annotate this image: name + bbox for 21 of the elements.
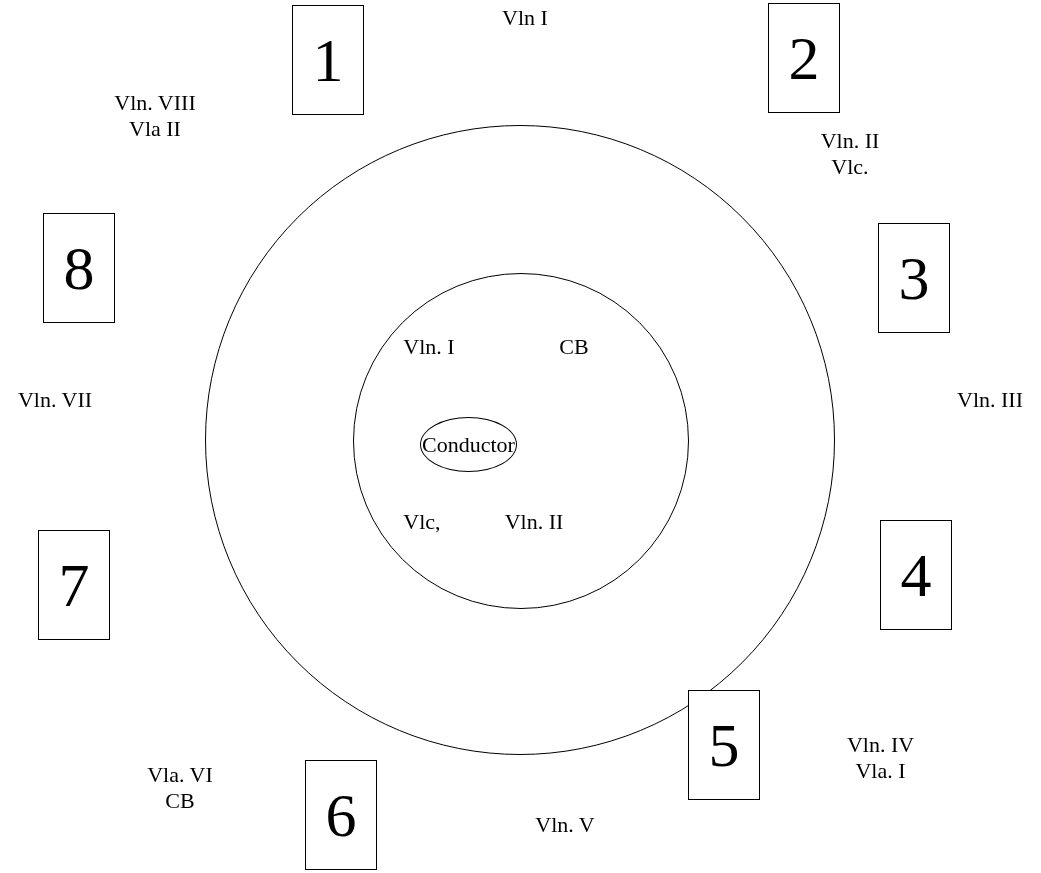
section-label: Vln. II Vlc. — [819, 128, 881, 180]
section-label: Vln. VIII Vla II — [113, 90, 197, 142]
section-label: Vla. VI CB — [146, 762, 214, 814]
section-label: Vln I — [501, 5, 549, 31]
numbered-stand-box: 1 — [292, 5, 364, 115]
section-label: Vln. I — [402, 334, 456, 360]
section-label: Vlc, — [402, 509, 442, 535]
section-label: Vln. VII — [16, 387, 94, 413]
conductor-ellipse: Conductor — [420, 417, 517, 472]
numbered-stand-box: 5 — [688, 690, 760, 800]
section-label: Vln. II — [503, 509, 565, 535]
numbered-stand-box: 4 — [880, 520, 952, 630]
section-label: CB — [558, 334, 590, 360]
section-label: Vln. V — [534, 812, 596, 838]
numbered-stand-box: 6 — [305, 760, 377, 870]
numbered-stand-box: 2 — [768, 3, 840, 113]
section-label: Vln. III — [956, 387, 1024, 413]
section-label: Vln. IV Vla. I — [845, 732, 916, 784]
numbered-stand-box: 3 — [878, 223, 950, 333]
numbered-stand-box: 7 — [38, 530, 110, 640]
numbered-stand-box: 8 — [43, 213, 115, 323]
